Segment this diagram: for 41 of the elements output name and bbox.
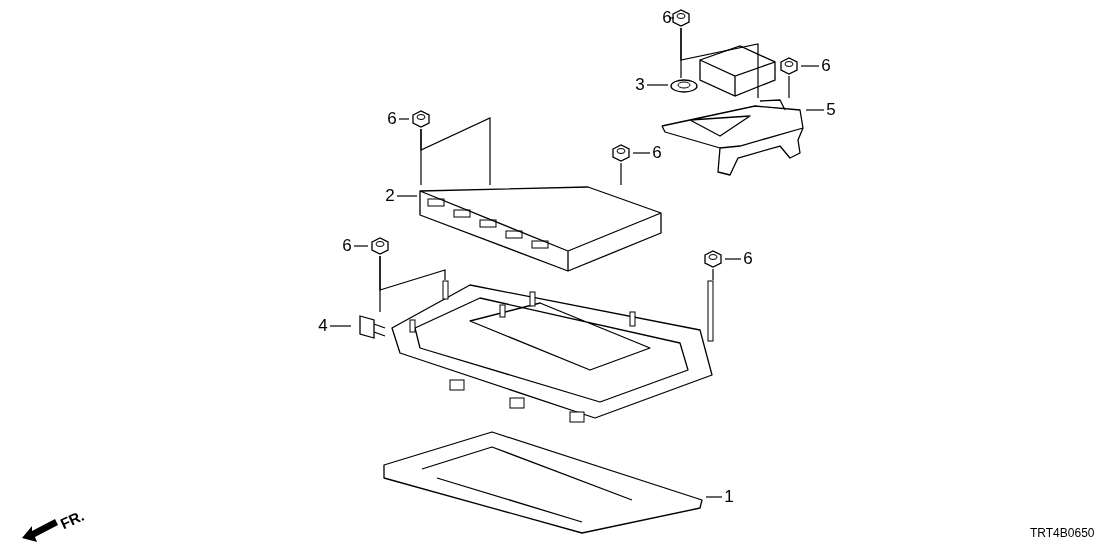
assembly-line [712, 268, 714, 281]
callout-number: 4 [317, 316, 329, 336]
hex-nut-drawing [778, 56, 800, 76]
assembly-line [379, 255, 446, 291]
assembly-line [680, 27, 759, 99]
callout-number: 6 [341, 236, 353, 256]
callout-number: 3 [634, 75, 646, 95]
leader-line [398, 118, 410, 120]
callout-number: 6 [820, 56, 832, 76]
hex-nut-drawing [670, 8, 692, 28]
assembly-line [420, 117, 491, 186]
leader-line [668, 17, 675, 19]
callout-number: 6 [661, 8, 673, 28]
callout-number: 5 [825, 100, 837, 120]
callout-number: 6 [651, 143, 663, 163]
bracket-drawing [660, 98, 805, 176]
leader-line [800, 65, 820, 67]
assembly-line [788, 75, 790, 99]
leader-line [705, 496, 723, 498]
label-text: FR. [57, 506, 87, 533]
callout-number: 2 [384, 186, 396, 206]
cover-panel-drawing [382, 430, 705, 535]
callout-number: 6 [742, 249, 754, 269]
hex-nut-drawing [610, 143, 632, 163]
tray-drawing [390, 280, 715, 420]
leader-line [724, 258, 742, 260]
leader-line [646, 84, 669, 86]
assembly-line [620, 162, 622, 186]
leader-line [805, 109, 825, 111]
leader-line [329, 325, 352, 327]
hex-nut-drawing [702, 249, 724, 269]
callout-number: 1 [723, 487, 735, 507]
grommet-drawing [669, 78, 699, 94]
control-unit-drawing [418, 185, 663, 273]
leader-line [396, 195, 418, 197]
callout-number: 6 [386, 109, 398, 129]
hex-nut-drawing [410, 109, 432, 129]
leader-line [353, 245, 369, 247]
drawing-number: TRT4B0650 [1030, 526, 1095, 540]
leader-line [632, 152, 651, 154]
hex-nut-drawing [369, 236, 391, 256]
